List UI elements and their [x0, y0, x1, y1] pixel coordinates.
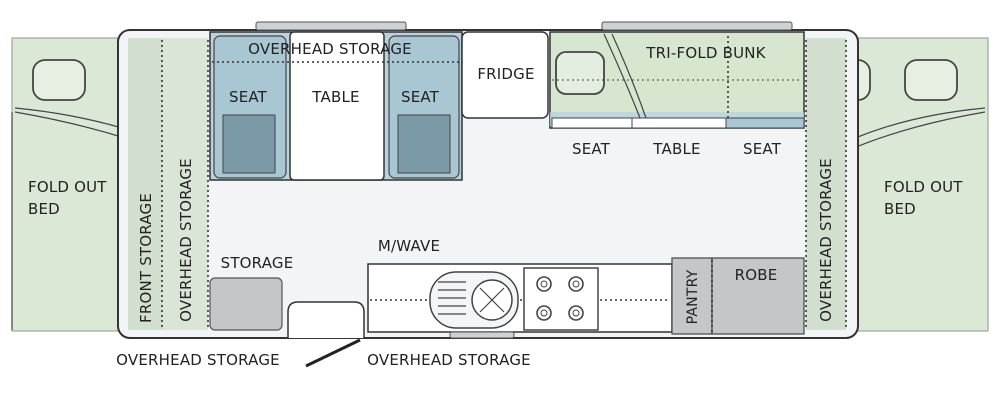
- kitchen-bench: [367, 263, 673, 333]
- label-overhead-storage-top: OVERHEAD STORAGE: [248, 40, 412, 58]
- dinette-left: [209, 31, 463, 181]
- label-seat-right-dinette: SEAT: [401, 88, 440, 106]
- label-seat-left: SEAT: [229, 88, 268, 106]
- tri-fold-bunk: [549, 31, 805, 129]
- overhead-storage-front-strip: [162, 38, 208, 330]
- label-front-storage: FRONT STORAGE: [137, 193, 155, 323]
- label-mwave: M/WAVE: [378, 237, 440, 255]
- label-fold-out-bed-left-1: FOLD OUT: [28, 178, 107, 196]
- door-swing: [305, 338, 361, 368]
- front-storage-strip: [128, 38, 162, 330]
- overhead-storage-rear-strip: [806, 38, 846, 330]
- label-table-left: TABLE: [311, 88, 359, 106]
- storage-block: [209, 277, 283, 331]
- label-overhead-storage-rear: OVERHEAD STORAGE: [817, 158, 835, 322]
- label-tri-fold-bunk: TRI-FOLD BUNK: [645, 44, 766, 62]
- label-pantry: PANTRY: [685, 269, 701, 324]
- label-robe: ROBE: [735, 266, 778, 284]
- label-seat-bunk-left: SEAT: [572, 140, 611, 158]
- label-seat-bunk-right: SEAT: [743, 140, 782, 158]
- label-storage: STORAGE: [221, 254, 294, 272]
- label-overhead-storage-bottom-right: OVERHEAD STORAGE: [367, 351, 531, 369]
- label-fold-out-bed-left-2: BED: [28, 200, 60, 218]
- fridge: [461, 31, 549, 119]
- label-overhead-storage-bottom-left: OVERHEAD STORAGE: [116, 351, 280, 369]
- robe: [711, 257, 805, 335]
- label-fold-out-bed-right-2: BED: [884, 200, 916, 218]
- label-table-bunk: TABLE: [652, 140, 700, 158]
- label-fridge: FRIDGE: [477, 65, 534, 83]
- label-fold-out-bed-right-1: FOLD OUT: [884, 178, 963, 196]
- label-overhead-storage-front: OVERHEAD STORAGE: [177, 158, 195, 322]
